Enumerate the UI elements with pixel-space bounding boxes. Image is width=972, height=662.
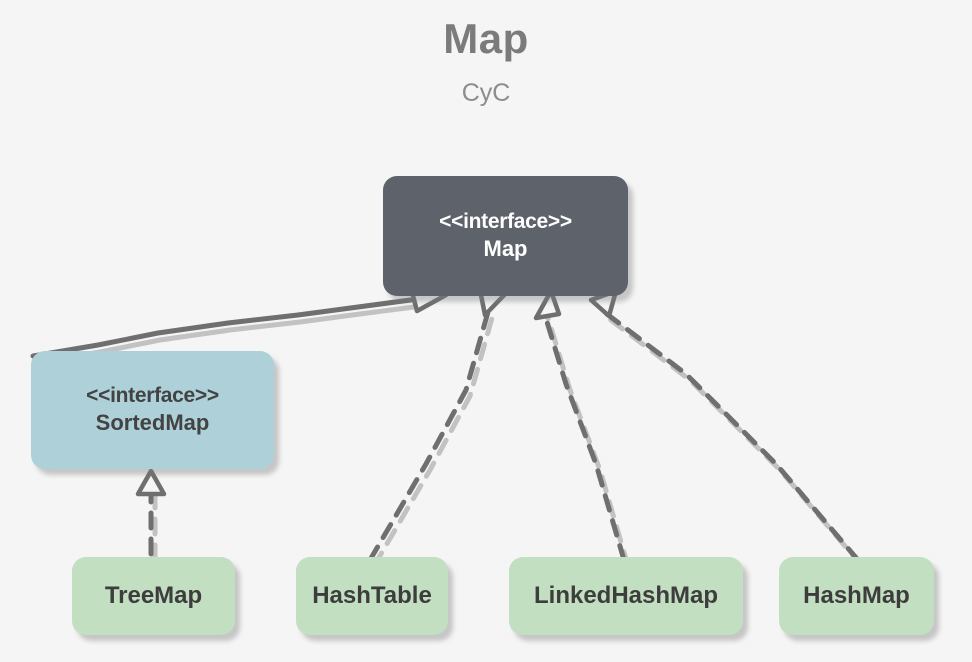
node-treemap-name: TreeMap [104, 582, 203, 609]
node-map-name: Map [483, 236, 528, 262]
arrowhead-treemap-sortedmap [135, 468, 167, 497]
edge-shadow-hashtable-map [371, 315, 495, 569]
node-sortedmap-name: SortedMap [95, 410, 210, 436]
edge-shadow-hashmap-map [600, 311, 865, 569]
node-linkedhashmap[interactable]: LinkedHashMap [509, 557, 743, 635]
node-linkedhashmap-name: LinkedHashMap [533, 582, 719, 609]
edge-sortedmap-map [30, 296, 421, 359]
node-treemap[interactable]: TreeMap [72, 557, 235, 635]
node-hashtable-name: HashTable [312, 582, 432, 609]
node-hashmap[interactable]: HashMap [779, 557, 934, 635]
edge-hashmap-map [596, 305, 861, 563]
arrowhead-linkedhashmap-map [533, 288, 562, 321]
node-sortedmap-stereotype: <<interface>> [86, 384, 219, 408]
node-hashtable[interactable]: HashTable [296, 557, 448, 635]
node-map-stereotype: <<interface>> [439, 210, 572, 234]
node-map[interactable]: <<interface>> Map [383, 176, 628, 296]
page-subtitle: CyC [461, 79, 511, 107]
node-sortedmap[interactable]: <<interface>> SortedMap [31, 351, 274, 469]
edge-hashtable-map [367, 309, 491, 563]
page-title: Map [443, 15, 529, 62]
node-hashmap-name: HashMap [803, 582, 910, 609]
edge-linkedhashmap-map [541, 309, 627, 563]
